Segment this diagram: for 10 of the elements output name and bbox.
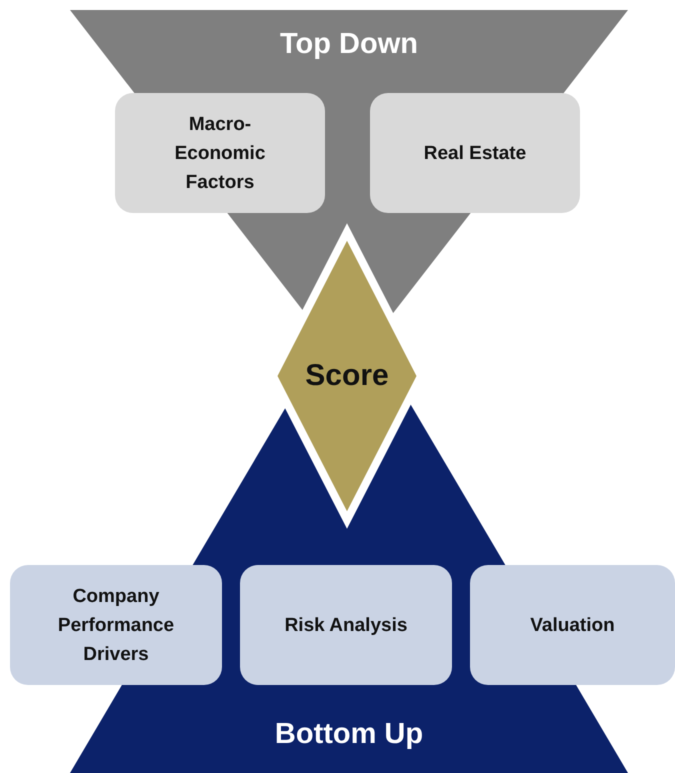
category-box xyxy=(470,565,675,685)
box-label: Real Estate xyxy=(424,142,526,166)
box-label: Macro-Economic Factors xyxy=(174,112,266,194)
heading: Top Down xyxy=(279,28,419,61)
category-box xyxy=(10,565,222,685)
box-label: Risk Analysis xyxy=(284,614,408,638)
box-label: Valuation xyxy=(530,614,615,638)
heading: Score xyxy=(304,359,390,393)
heading: Bottom Up xyxy=(274,718,424,751)
box-label: Company Performance Drivers xyxy=(56,584,176,666)
